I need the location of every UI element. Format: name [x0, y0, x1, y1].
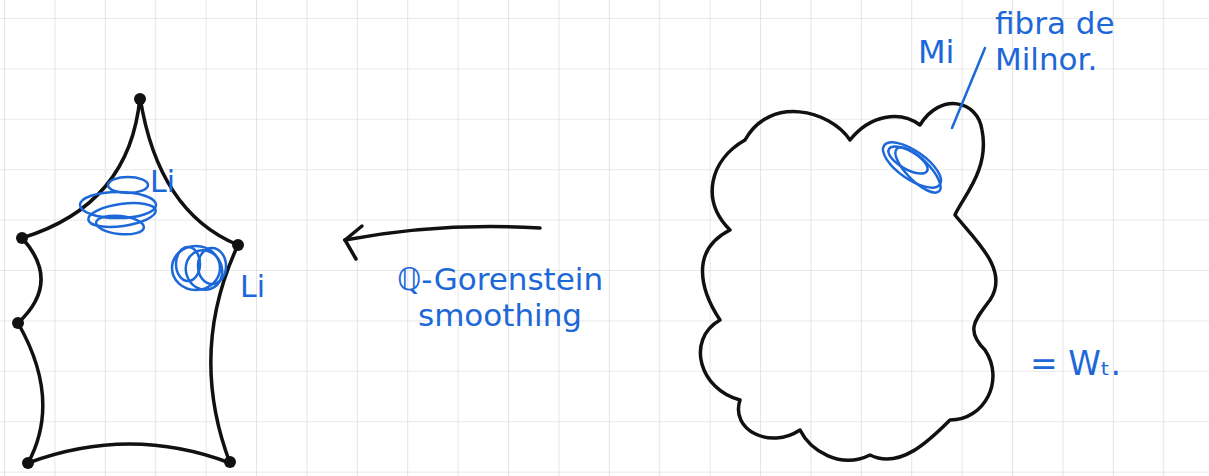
surface-label: = Wₜ.: [1030, 345, 1121, 383]
note-label: fibra de Milnor.: [995, 6, 1195, 77]
fiber-label: Mi: [918, 34, 955, 71]
singular-surface: [18, 97, 238, 463]
leader-line: [952, 48, 985, 128]
link-label: Li: [150, 165, 175, 200]
singular-points: [12, 93, 244, 469]
deformation-arrow: [345, 226, 540, 259]
smoothing-surface: [700, 104, 996, 461]
arrow-label: ℚ-Gorenstein smoothing: [365, 262, 635, 333]
link-label: Li: [240, 270, 265, 305]
milnor-fiber-scribbles: [876, 134, 948, 199]
